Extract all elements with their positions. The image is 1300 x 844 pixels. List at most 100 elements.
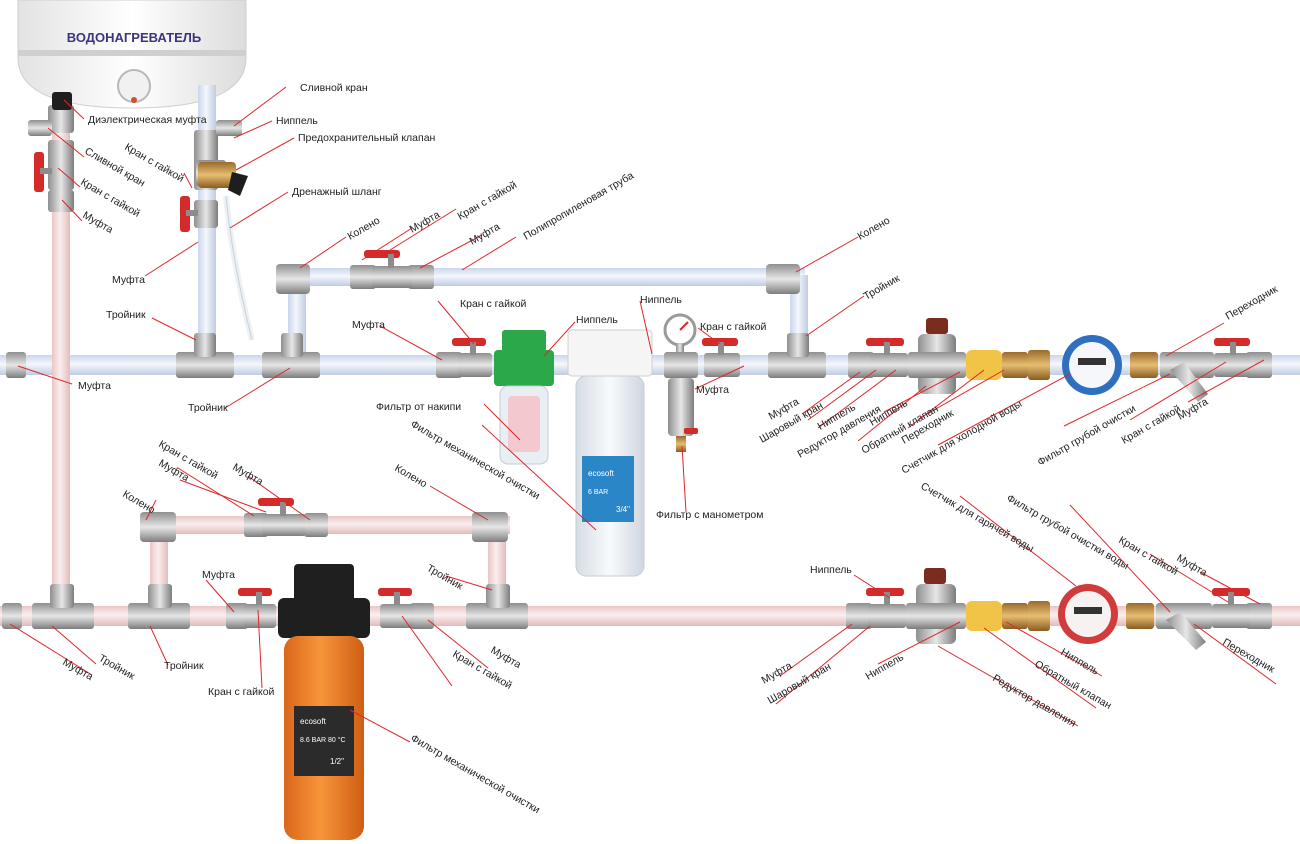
elbow bbox=[472, 512, 508, 542]
label-mech-filter-orange: Фильтр механической очистки bbox=[409, 732, 542, 816]
orange-filter-temp: 80 °C bbox=[328, 736, 346, 744]
drain-valve-hot[interactable] bbox=[28, 120, 52, 136]
label-nut-valve-hot-1: Кран с гайкой bbox=[208, 686, 275, 698]
label-coupling-hot-left: Муфта bbox=[61, 656, 96, 683]
label-coupling-bypass-1: Муфта bbox=[408, 209, 443, 236]
tee bbox=[32, 603, 94, 629]
label-drain-valve: Сливной кран bbox=[300, 82, 368, 94]
label-safety-valve: Предохранительный клапан bbox=[298, 132, 436, 144]
scale-filter bbox=[494, 330, 554, 465]
label-nut-valve-bypass: Кран с гайкой bbox=[456, 179, 520, 223]
hot-riser-pipe bbox=[52, 100, 70, 620]
label-coupling-hot-r: Муфта bbox=[489, 644, 524, 671]
label-tee-cold-riser: Тройник bbox=[106, 309, 146, 321]
drain-hose bbox=[223, 195, 255, 341]
drain-valve-cold[interactable] bbox=[216, 120, 242, 136]
label-coupling-hot-end: Муфта bbox=[1175, 552, 1210, 579]
pressure-reducer-hot[interactable] bbox=[906, 568, 966, 644]
label-nipple: Ниппель bbox=[276, 115, 318, 127]
coupling bbox=[304, 513, 328, 537]
orange-filter-pressure: 8.6 BAR bbox=[300, 737, 326, 744]
water-heater: ВОДОНАГРЕВАТЕЛЬ bbox=[17, 0, 247, 109]
label-coupling-cold-1: Муфта bbox=[352, 319, 385, 331]
coupling bbox=[350, 265, 376, 289]
ball-valve-hot[interactable] bbox=[866, 588, 906, 628]
hot-water-meter bbox=[1058, 584, 1118, 644]
hot-bypass-pipe bbox=[155, 516, 510, 534]
coupling bbox=[846, 603, 872, 629]
mechanical-filter-clear: ecosoft 6 BAR 3/4" bbox=[567, 329, 653, 577]
tee bbox=[262, 352, 320, 378]
label-drain-hose: Дренажный шланг bbox=[292, 186, 382, 198]
bypass-valve-cold[interactable] bbox=[364, 250, 412, 288]
valve-cold-3[interactable] bbox=[1214, 338, 1250, 377]
valve-cold-1[interactable] bbox=[452, 338, 492, 377]
label-coupling-cold-2: Муфта bbox=[696, 384, 729, 396]
gauge-filter bbox=[663, 313, 698, 452]
coupling bbox=[1246, 352, 1272, 378]
tee bbox=[128, 603, 190, 629]
label-scale-filter: Фильтр от накипи bbox=[376, 401, 461, 413]
nut-cold bbox=[1028, 350, 1050, 380]
tee bbox=[176, 352, 234, 378]
bypass-valve-hot[interactable] bbox=[258, 498, 306, 536]
valve-cold-2[interactable] bbox=[702, 338, 740, 377]
nut-hot bbox=[1028, 601, 1050, 631]
label-nut-valve-hot-r: Кран с гайкой bbox=[1117, 534, 1181, 578]
label-elbow-hot-right: Колено bbox=[393, 462, 430, 490]
coupling bbox=[410, 603, 434, 629]
label-nipple-hot-r2: Ниппель bbox=[864, 651, 907, 683]
label-gauge-filter: Фильтр с манометром bbox=[656, 509, 763, 521]
check-valve-cold bbox=[966, 350, 1002, 380]
label-coupling-hot-filter: Муфта bbox=[202, 569, 235, 581]
heater-title: ВОДОНАГРЕВАТЕЛЬ bbox=[67, 30, 201, 45]
valve-heater-hot[interactable] bbox=[34, 152, 52, 192]
valve-hot-1[interactable] bbox=[238, 588, 276, 628]
coupling bbox=[6, 352, 26, 378]
ball-valve-cold[interactable] bbox=[866, 338, 908, 377]
label-elbow-cold-right: Колено bbox=[856, 214, 893, 242]
coupling bbox=[408, 265, 434, 289]
mechanical-filter-orange: ecosoft 8.6 BAR 80 °C 1/2" bbox=[278, 564, 370, 840]
elbow bbox=[766, 264, 800, 294]
elbow bbox=[276, 264, 310, 294]
clear-filter-pressure: 6 BAR bbox=[588, 489, 608, 496]
strainer-cold bbox=[1160, 352, 1214, 402]
orange-filter-logo: ecosoft bbox=[300, 717, 327, 726]
label-dielectric-coupling: Диэлектрическая муфта bbox=[88, 114, 207, 126]
check-valve-hot bbox=[966, 601, 1002, 631]
safety-valve[interactable] bbox=[198, 162, 248, 196]
coupling bbox=[2, 603, 22, 629]
label-strainer-hot: Фильтр грубой очистки воды bbox=[1005, 492, 1131, 572]
label-elbow-hot-left: Колено bbox=[121, 488, 158, 516]
valve-heater-cold[interactable] bbox=[180, 196, 198, 232]
label-tee-hot-mid: Тройник bbox=[164, 660, 204, 672]
pressure-reducer-cold[interactable] bbox=[908, 318, 966, 394]
label-hot-meter: Счетчик для гарячей воды bbox=[919, 480, 1036, 555]
label-tee-cold-right: Тройник bbox=[862, 272, 903, 302]
label-adapter-cold-end: Переходник bbox=[1224, 283, 1281, 323]
clear-filter-logo: ecosoft bbox=[588, 469, 615, 478]
label-nut-valve-cold-2: Кран с гайкой bbox=[700, 321, 767, 333]
adapter-cold bbox=[1002, 352, 1028, 378]
valve-hot-2[interactable] bbox=[378, 588, 414, 628]
label-tee-hot-left: Тройник bbox=[97, 652, 138, 682]
clear-filter-size: 3/4" bbox=[616, 505, 630, 514]
label-pp-pipe: Полипропиленовая труба bbox=[522, 170, 636, 243]
label-tee-hot-right: Тройник bbox=[425, 562, 466, 592]
labels: Сливной кран Ниппель Предохранительный к… bbox=[61, 82, 1281, 816]
tee bbox=[466, 603, 528, 629]
hot-line-equipment bbox=[906, 568, 1212, 650]
coupling bbox=[436, 352, 462, 378]
label-coupling-cold-left: Муфта bbox=[78, 380, 111, 392]
cold-water-meter bbox=[1062, 335, 1122, 395]
label-adapter-hot-end: Переходник bbox=[1221, 636, 1278, 676]
label-coupling-hot-bypass-2: Муфта bbox=[231, 461, 266, 488]
adapter-hot bbox=[1002, 603, 1028, 629]
coupling bbox=[1246, 603, 1272, 629]
tee bbox=[768, 352, 826, 378]
label-nipple-hot-r1: Ниппель bbox=[810, 564, 852, 576]
label-coupling-cold-riser: Муфта bbox=[112, 274, 145, 286]
valve-hot-3[interactable] bbox=[1212, 588, 1250, 628]
